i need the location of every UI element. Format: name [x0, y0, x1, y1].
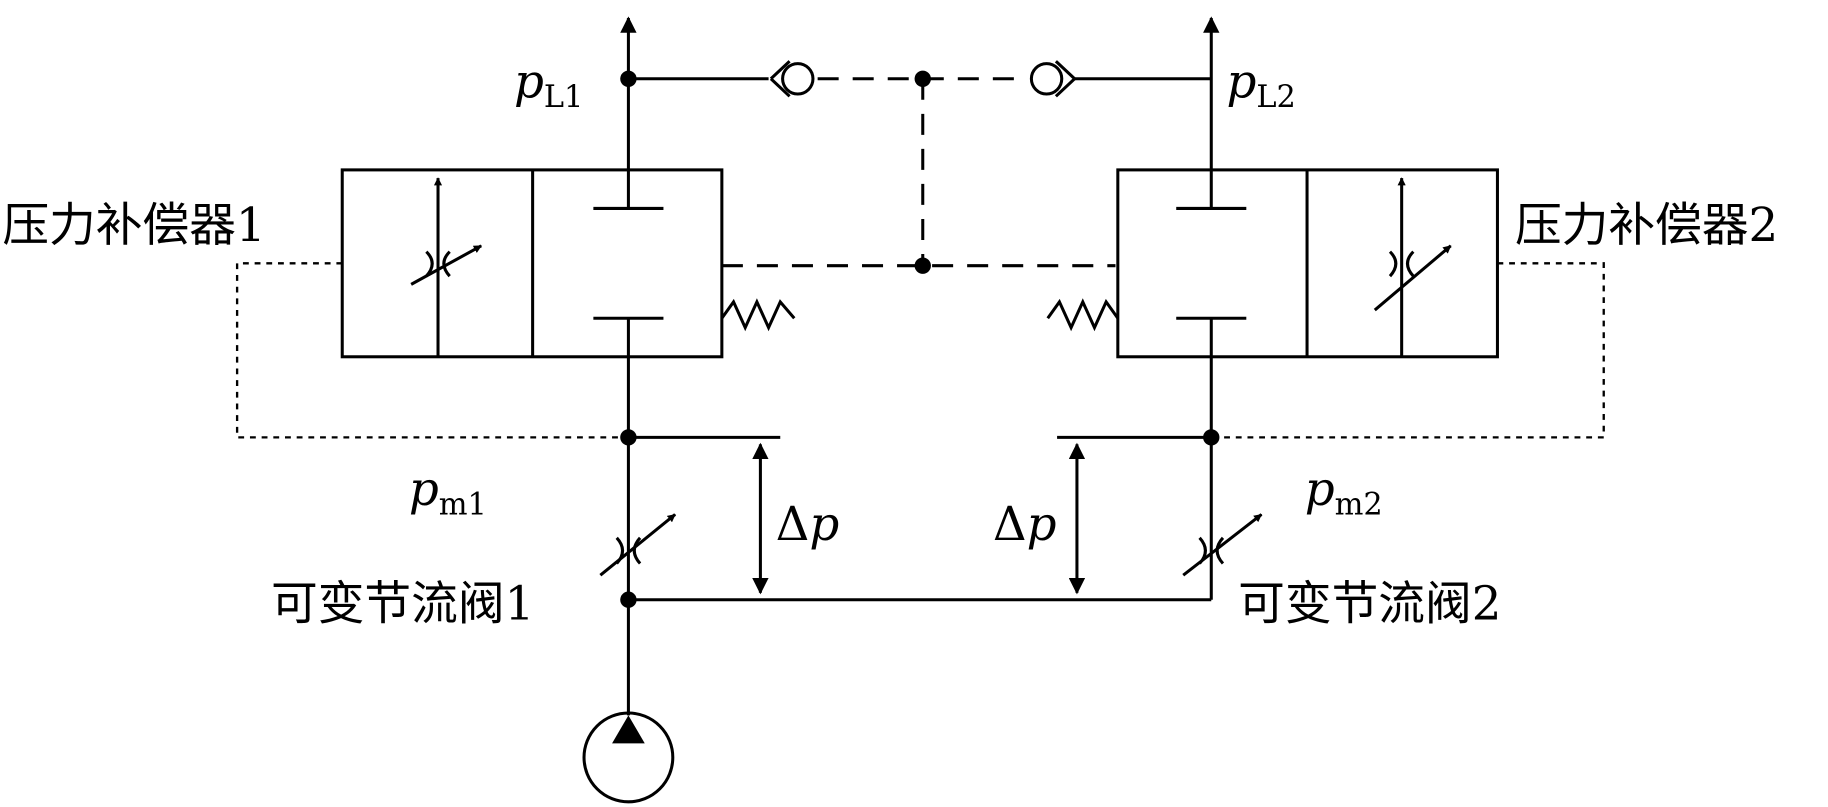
pump-symbol: [582, 711, 675, 804]
junction-dots: [620, 70, 1220, 608]
label-throttle-1: 可变节流阀1: [271, 578, 534, 632]
load-sensing-line: [628, 77, 1212, 268]
label-pl1: pL1: [514, 55, 583, 114]
label-delta-p-left: Δp: [776, 498, 840, 552]
pilot-line-right: [1211, 262, 1605, 439]
variable-throttle-1: [599, 513, 677, 577]
variable-throttle-2: [1182, 513, 1263, 577]
label-compensator-1: 压力补偿器1: [2, 199, 265, 253]
label-throttle-2: 可变节流阀2: [1238, 578, 1501, 632]
label-compensator-2: 压力补偿器2: [1515, 199, 1778, 253]
check-valve-left: [769, 60, 815, 98]
pilot-line-left: [235, 262, 629, 439]
check-valve-right: [1029, 60, 1076, 98]
label-pm2: pm2: [1305, 463, 1383, 522]
label-pm1: pm1: [409, 463, 487, 522]
label-delta-p-right: Δp: [993, 498, 1057, 552]
label-pl2: pL2: [1226, 55, 1295, 114]
pressure-compensator-1: [340, 168, 796, 359]
pressure-compensator-2: [1046, 168, 1499, 359]
